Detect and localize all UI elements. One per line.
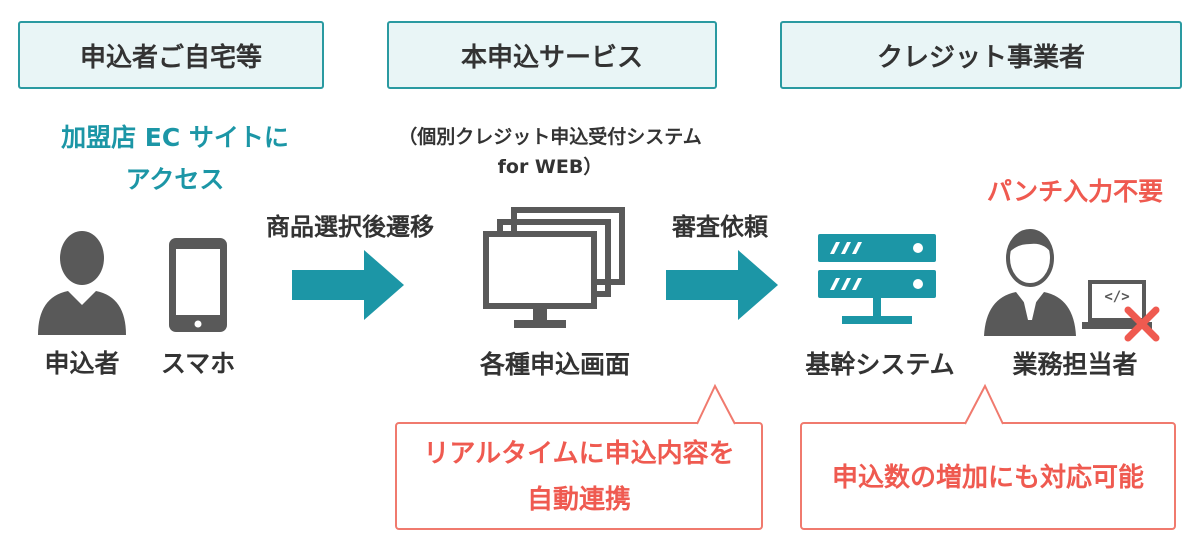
server-icon [818,234,936,324]
review-request-label: 審査依頼 [672,213,768,241]
access-text-line1: 加盟店 EC サイトに [61,123,289,152]
screens-icon [483,207,625,328]
scalable-callout-text: 申込数の増加にも対応可能 [831,463,1144,493]
realtime-callout-line2: 自動連携 [526,485,631,515]
staff-person-icon [984,229,1076,336]
staff-label: 業務担当者 [1012,350,1138,379]
code-glyph: </> [1104,289,1130,305]
arrow-right-icon [292,250,404,320]
callout-pointer [696,383,736,425]
person-icon [38,231,126,335]
smartphone-icon [169,238,227,332]
arrow-right-icon [666,250,778,320]
applicant-label: 申込者 [44,349,120,378]
header-service: 本申込サービス [387,21,717,89]
realtime-callout-line1: リアルタイムに申込内容を [423,439,735,469]
access-text-line2: アクセス [125,165,225,194]
close-icon [1124,306,1160,342]
system-name-line1: （個別クレジット申込受付システム [398,126,702,148]
header-home: 申込者ご自宅等 [18,21,324,89]
transition-label: 商品選択後遷移 [266,213,434,241]
core-system-label: 基幹システム [805,350,955,379]
header-credit: クレジット事業者 [780,21,1182,89]
screens-label: 各種申込画面 [479,350,630,379]
realtime-callout: リアルタイムに申込内容を 自動連携 [395,422,763,530]
no-punch-text: パンチ入力不要 [986,177,1164,206]
phone-label: スマホ [160,349,236,378]
scalable-callout: 申込数の増加にも対応可能 [800,422,1176,530]
system-name-line2: for WEB） [497,156,603,178]
callout-pointer [964,383,1004,425]
